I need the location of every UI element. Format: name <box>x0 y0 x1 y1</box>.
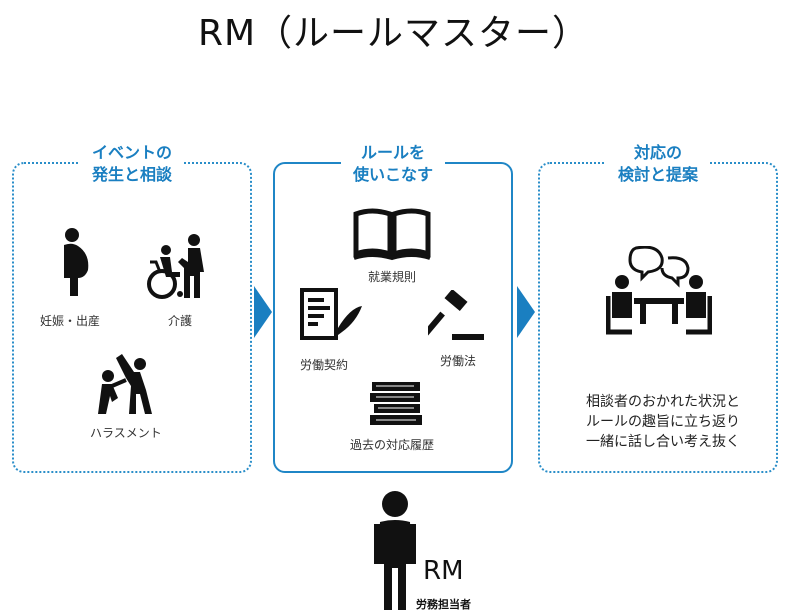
meeting-discussion-icon <box>606 246 712 335</box>
work-rules-label: 就業規則 <box>368 270 417 284</box>
page-title: RM（ルールマスター） <box>197 13 590 54</box>
panel-heading-line2: 使いこなす <box>352 165 434 184</box>
advice-line-3: 一緒に話し合い考え抜く <box>586 434 740 450</box>
panel-event-consultation: イベントの 発生と相談 <box>12 142 252 473</box>
past-cases-label: 過去の対応履歴 <box>350 438 435 452</box>
care-label: 介護 <box>168 314 193 328</box>
pregnant-woman-icon <box>64 228 89 296</box>
panel-heading-line1: 対応の <box>633 143 683 162</box>
labor-law-label: 労働法 <box>440 354 477 368</box>
gavel-icon <box>428 290 484 340</box>
advice-text: 相談者のおかれた状況と ルールの趣旨に立ち返り 一緒に話し合い考え抜く <box>558 392 768 452</box>
panel-heading: 対応の 検討と提案 <box>605 142 711 186</box>
caregiver-wheelchair-icon <box>147 234 204 299</box>
panel-heading-line1: ルールを <box>360 143 426 162</box>
rm-sublabel: 労務担当者 <box>416 598 471 611</box>
contract-icon <box>300 288 362 340</box>
harassment-label: ハラスメント <box>90 426 162 440</box>
rm-label: RM <box>423 556 464 586</box>
panel-use-rules: ルールを 使いこなす <box>273 142 513 473</box>
panel-heading-line2: 発生と相談 <box>91 165 173 184</box>
advice-line-2: ルールの趣旨に立ち返り <box>586 414 740 430</box>
panel-heading-line1: イベントの <box>91 143 173 162</box>
panel-heading: イベントの 発生と相談 <box>79 142 185 186</box>
book-stack-icon <box>370 382 422 425</box>
person-icon <box>374 491 416 610</box>
labor-contract-label: 労働契約 <box>300 358 349 372</box>
panel-heading: ルールを 使いこなす <box>340 142 446 186</box>
panel-consider-propose: 対応の 検討と提案 <box>538 142 778 473</box>
harassment-icon <box>98 354 152 414</box>
arrow-right-icon <box>517 286 535 338</box>
open-book-icon <box>353 208 431 261</box>
pregnancy-label: 妊娠・出産 <box>40 314 101 328</box>
arrow-right-icon <box>254 286 272 338</box>
panel-heading-line2: 検討と提案 <box>617 165 699 184</box>
advice-line-1: 相談者のおかれた状況と <box>586 394 740 410</box>
